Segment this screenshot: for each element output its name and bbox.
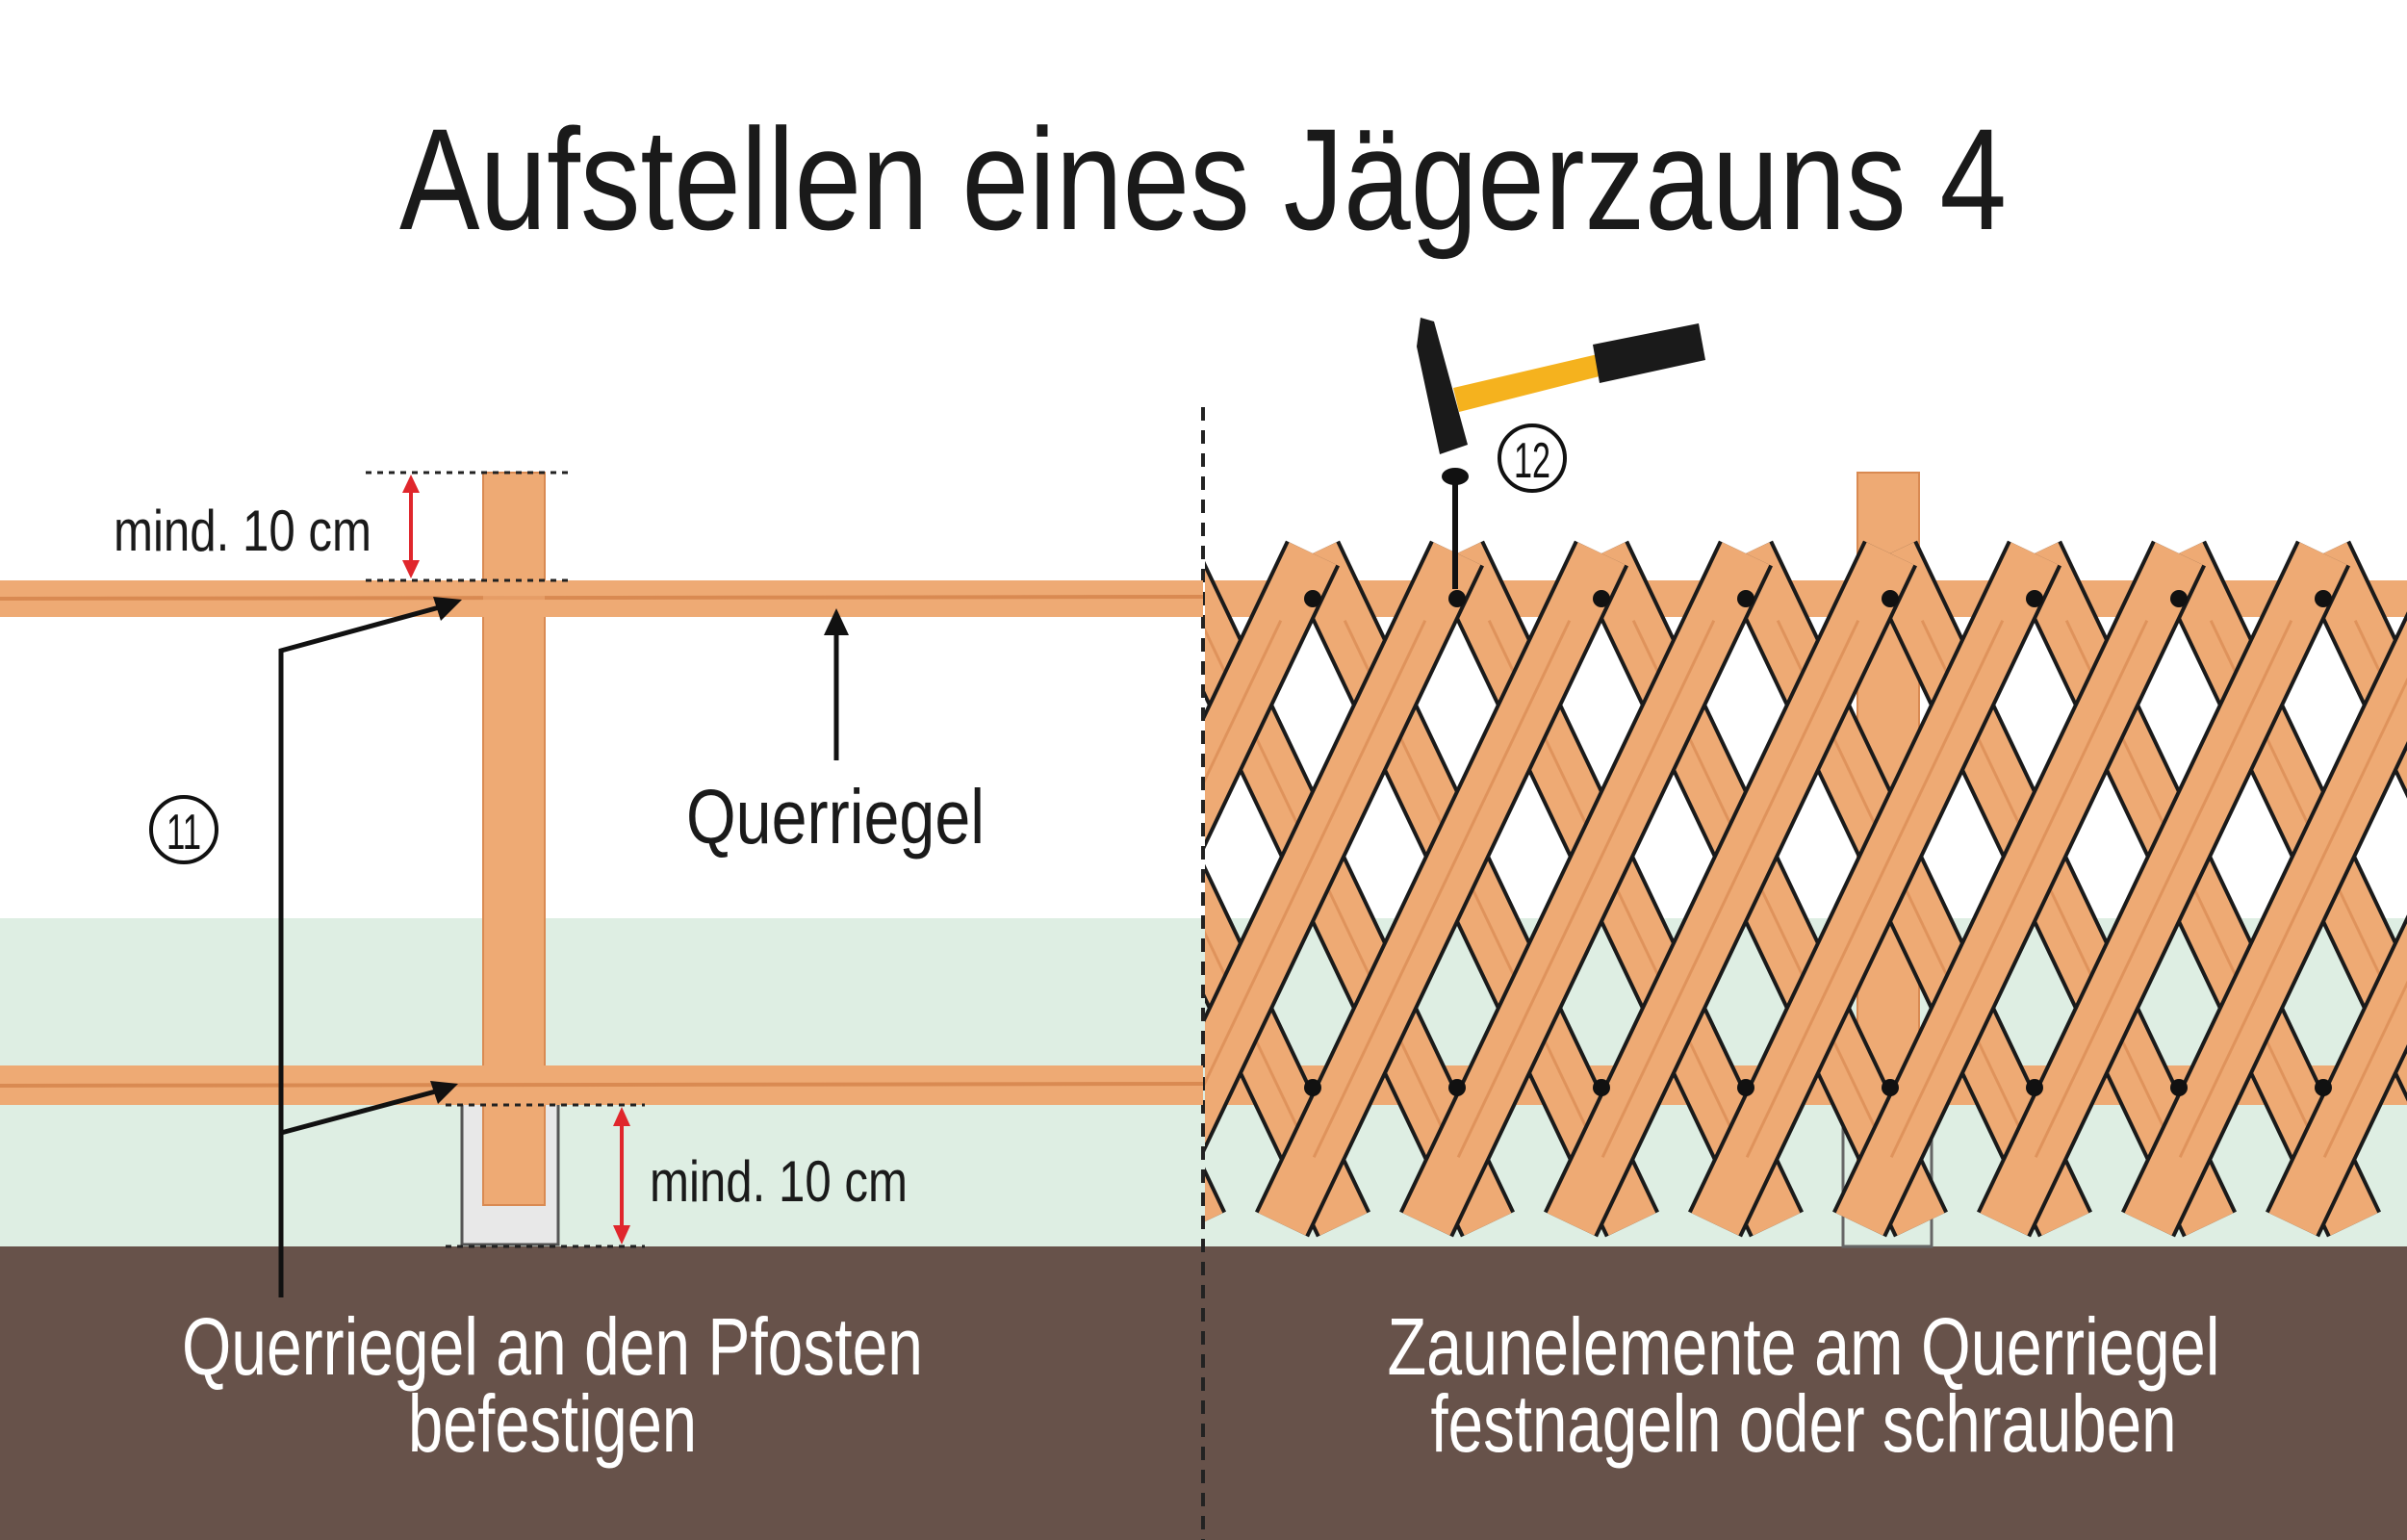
step-pointer-lines (278, 603, 444, 1297)
svg-text:12: 12 (1514, 433, 1550, 489)
lattice-slat-front (1832, 540, 2206, 1238)
nail-hole (1448, 590, 1466, 607)
rail-grain (0, 1082, 1204, 1088)
lattice-slat-back (1205, 863, 1370, 1238)
left-panel: mind. 10 cm mind. 10 cm Querriegel 11 Qu… (0, 471, 1204, 1469)
fence-lattice (1205, 540, 2407, 1238)
rail-label: Querriegel (686, 774, 985, 860)
hammer-icon (1417, 318, 1705, 454)
nail-hole (2315, 590, 2332, 607)
right-caption-line2: festnageln oder schrauben (1431, 1378, 2177, 1469)
nail-hole (1593, 1079, 1610, 1096)
nail-icon (1442, 468, 1469, 589)
measure-arrow-top (402, 475, 420, 578)
post-overlay (483, 580, 545, 617)
nail-hole (2315, 1079, 2332, 1096)
lattice-slat-front (1688, 540, 2061, 1238)
measure-arrow-bottom (613, 1107, 630, 1245)
svg-text:11: 11 (166, 805, 201, 860)
nail-hole (2170, 590, 2188, 607)
lattice-slat-front (1205, 540, 1340, 850)
lattice-slat-front (2266, 914, 2407, 1238)
pointer-arrowhead (430, 1081, 458, 1104)
right-panel: 12 Zaunelemente am Querriegel festnageln… (1205, 318, 2407, 1469)
nail-hole (1882, 590, 1899, 607)
nail-hole (1593, 590, 1610, 607)
nail-hole (2026, 590, 2043, 607)
right-caption-line1: Zaunelemente am Querriegel (1388, 1301, 2220, 1392)
step-badge-11: 11 (149, 795, 218, 864)
nail-hole (1737, 590, 1754, 607)
step-badge-12: 12 (1498, 424, 1567, 493)
measure-label-bottom: mind. 10 cm (650, 1149, 908, 1214)
rail-pointer-arrow (824, 608, 849, 760)
lattice-slat-front (1255, 540, 1628, 1238)
lattice-slat-front (2121, 611, 2407, 1238)
left-caption-line2: befestigen (408, 1378, 697, 1469)
nail-hole (1304, 1079, 1321, 1096)
pointer-arrowhead (433, 597, 462, 621)
lattice-slat-front (1399, 540, 1773, 1238)
left-caption-line1: Querriegel an den Pfosten (182, 1301, 923, 1392)
nail-hole (1304, 590, 1321, 607)
nail-hole (1448, 1079, 1466, 1096)
page-title: Aufstellen eines Jägerzauns 4 (399, 98, 2007, 260)
nail-hole (1737, 1079, 1754, 1096)
nail-hole (1882, 1079, 1899, 1096)
measure-label-top: mind. 10 cm (114, 499, 371, 563)
rail-grain (0, 595, 1204, 601)
lattice-slat-front (1205, 540, 1484, 1153)
lattice-slat-front (1977, 540, 2350, 1238)
nail-hole (2170, 1079, 2188, 1096)
nail-hole (2026, 1079, 2043, 1096)
lattice-slat-front (1544, 540, 1917, 1238)
